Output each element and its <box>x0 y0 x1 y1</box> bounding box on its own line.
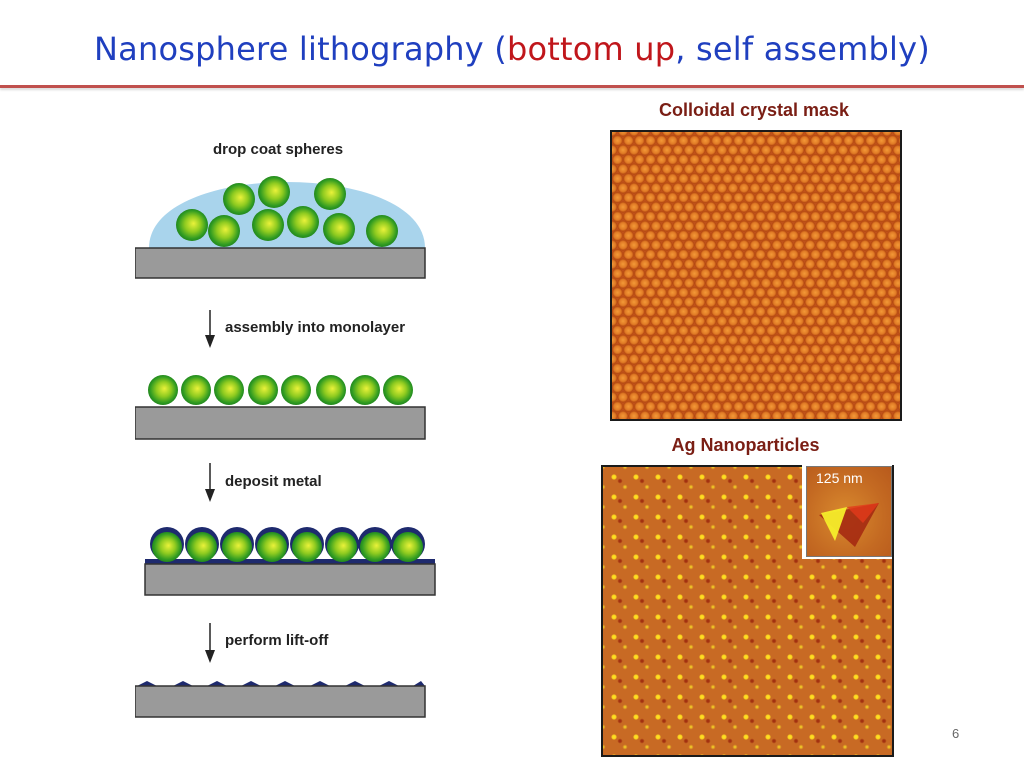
sphere-cluster <box>176 176 398 247</box>
colloid-panel-title: Colloidal crystal mask <box>658 100 850 120</box>
substrate-1 <box>134 247 426 279</box>
step-label-drop-coat: drop coat spheres <box>213 141 344 158</box>
arrow-down-icon <box>205 310 215 348</box>
step-monolayer-graphic <box>134 375 426 440</box>
nanoparticle-triangle-icon <box>819 503 879 547</box>
inset-frame: 125 nm <box>802 464 892 559</box>
step-lift-off-graphic <box>134 681 426 718</box>
substrate-2 <box>134 406 426 440</box>
substrate-3 <box>144 563 436 596</box>
slide-title: Nanosphere lithography (bottom up, self … <box>0 30 1024 68</box>
arrow-down-icon <box>205 463 215 502</box>
inset-scale-label: 125 nm <box>816 470 863 486</box>
step-label-lift-off: perform lift-off <box>225 632 329 649</box>
title-part-1: Nanosphere lithography ( <box>94 30 507 68</box>
step-deposit-metal-graphic <box>144 527 436 596</box>
title-part-highlight: bottom up <box>506 30 676 68</box>
title-part-3: , self assembly) <box>675 30 930 68</box>
arrow-down-icon <box>205 623 215 663</box>
step-label-assembly: assembly into monolayer <box>225 319 406 336</box>
ag-panel-title: Ag Nanoparticles <box>671 435 820 455</box>
step-label-deposit: deposit metal <box>225 473 322 490</box>
title-underline <box>0 85 1024 88</box>
process-diagram: drop coat spheres assembly into monolaye… <box>134 130 438 720</box>
colloidal-crystal-afm-image <box>610 130 902 421</box>
process-diagram-graphic <box>134 176 436 718</box>
substrate-4 <box>134 685 426 718</box>
inset-zoom-image <box>806 466 892 557</box>
step-drop-coat-graphic <box>134 176 426 279</box>
page-number: 6 <box>952 726 960 741</box>
